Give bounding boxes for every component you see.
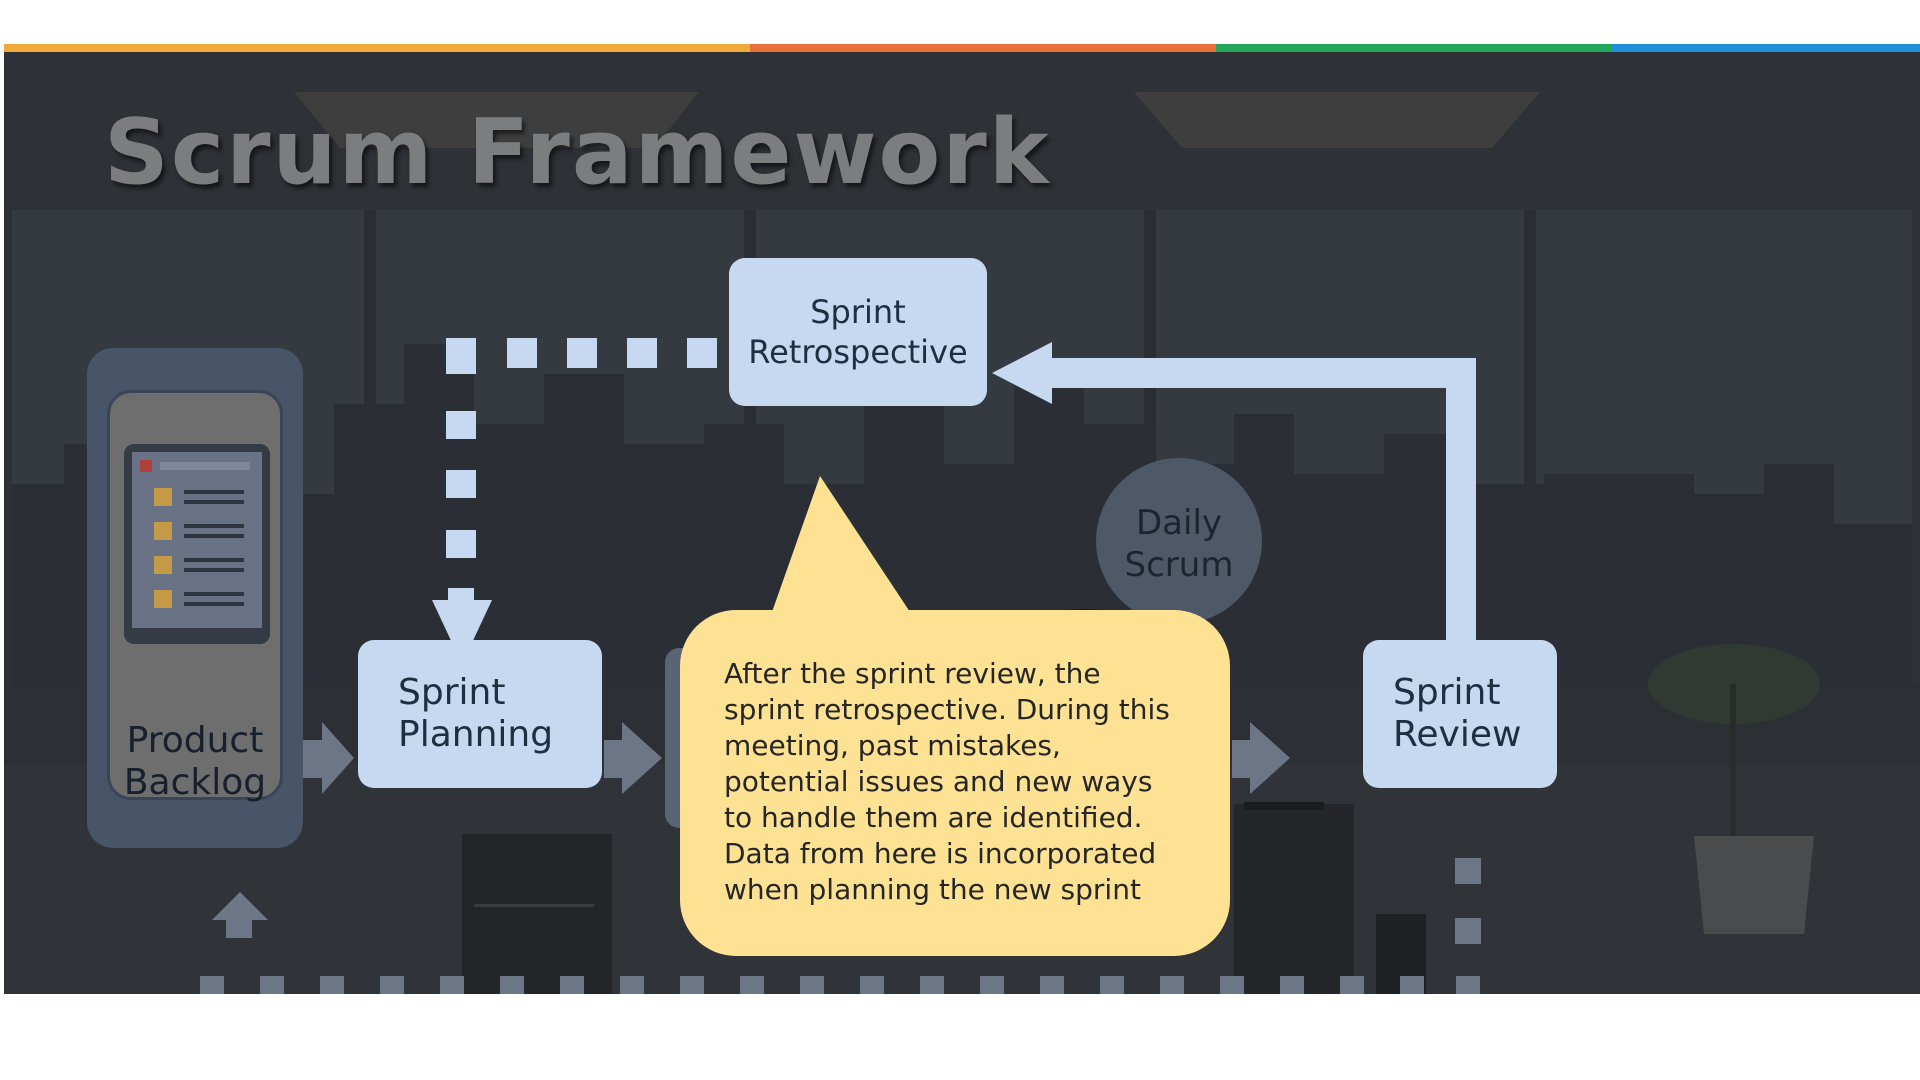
sprint-planning-node: Sprint Planning [358, 640, 602, 788]
accent-green [1216, 44, 1612, 52]
backlog-to-planning-arrow [303, 722, 354, 794]
sprint-retrospective-label: Sprint Retrospective [748, 293, 968, 371]
accent-bar [4, 44, 1920, 52]
backlog-list-icon [132, 452, 262, 628]
planning-to-sprint-arrow [604, 722, 662, 794]
accent-red [750, 44, 1216, 52]
retrospective-callout: After the sprint review, the sprint retr… [680, 610, 1230, 956]
daily-scrum-label: Daily Scrum [1124, 503, 1234, 585]
sprint-planning-label: Sprint Planning [398, 672, 554, 755]
sprint-retrospective-node: Sprint Retrospective [729, 258, 987, 406]
product-backlog-label: Product Backlog [123, 720, 267, 803]
sprint-review-label: Sprint Review [1393, 672, 1522, 755]
callout-text: After the sprint review, the sprint retr… [724, 657, 1170, 906]
review-to-retrospective-arrow [992, 342, 1476, 640]
accent-orange [4, 44, 750, 52]
daily-scrum-node: Daily Scrum [1096, 458, 1262, 624]
review-to-backlog-dotted-arrow [212, 858, 1481, 944]
sprint-review-node: Sprint Review [1363, 640, 1557, 788]
retrospective-to-planning-dotted-arrow [432, 338, 717, 664]
slide-title: Scrum Framework [104, 100, 1051, 205]
sprint-to-review-arrow [1232, 722, 1290, 794]
accent-blue [1612, 44, 1920, 52]
bottom-dotted-line [200, 976, 1480, 994]
